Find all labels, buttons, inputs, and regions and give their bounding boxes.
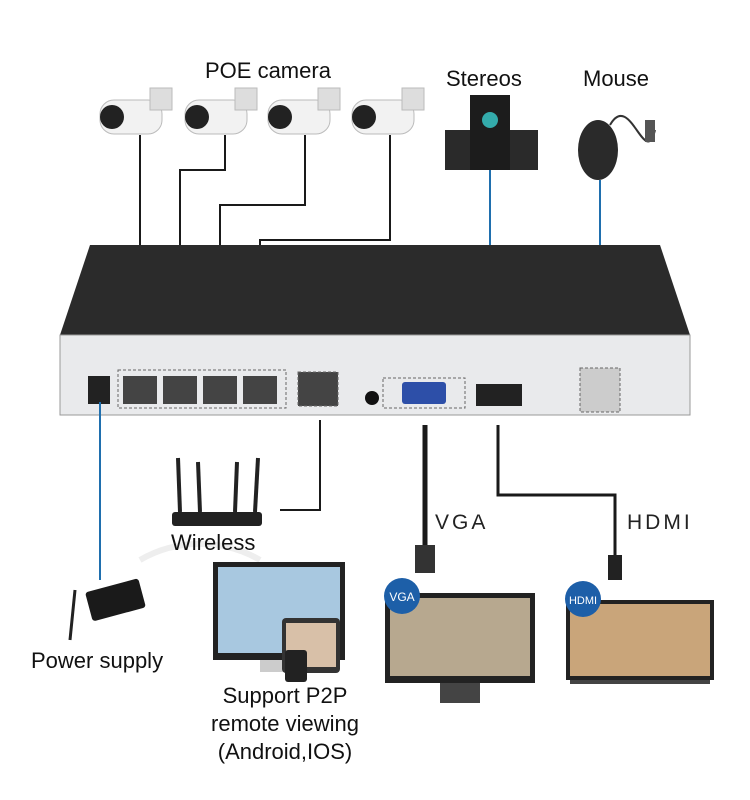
power-adapter-icon xyxy=(68,578,146,641)
power-port xyxy=(88,376,110,404)
wireless-label: Wireless xyxy=(171,530,256,555)
wireless-router-icon xyxy=(138,457,262,563)
poe-port xyxy=(243,376,277,404)
power-supply-label: Power supply xyxy=(31,648,164,673)
usb-ports xyxy=(579,367,621,413)
poe-port xyxy=(163,376,197,404)
p2p-caption: Support P2P remote viewing (Android,IOS) xyxy=(185,682,385,766)
poe-camera xyxy=(99,87,173,135)
mouse-icon xyxy=(578,115,656,180)
poe-camera xyxy=(267,87,341,135)
lan-port xyxy=(297,371,339,407)
vga-label: VGA xyxy=(435,511,489,534)
p2p-monitor xyxy=(213,562,345,682)
hdmi-badge: HDMI xyxy=(569,595,597,607)
p2p-line-2: remote viewing xyxy=(211,711,359,736)
p2p-line-3: (Android,IOS) xyxy=(217,739,353,764)
nvr-recorder xyxy=(59,245,691,416)
network-cable xyxy=(280,420,321,511)
hdmi-cable xyxy=(496,425,617,560)
hdmi-port xyxy=(476,384,522,406)
poe-port xyxy=(203,376,237,404)
poe-camera-label: POE camera xyxy=(205,58,331,83)
poe-camera xyxy=(351,87,425,135)
vga-badge: VGA xyxy=(389,590,414,604)
mouse-label: Mouse xyxy=(583,66,650,91)
p2p-line-1: Support P2P xyxy=(222,683,348,708)
audio-port xyxy=(365,391,379,405)
hdmi-monitor: HDMI xyxy=(565,581,714,684)
vga-port xyxy=(402,382,446,404)
stereos-label: Stereos xyxy=(446,66,522,91)
hdmi-label: HDMI xyxy=(627,511,693,534)
poe-camera xyxy=(184,87,258,135)
vga-monitor: VGA xyxy=(384,578,535,703)
stereos-icon xyxy=(445,95,538,170)
poe-port xyxy=(123,376,157,404)
